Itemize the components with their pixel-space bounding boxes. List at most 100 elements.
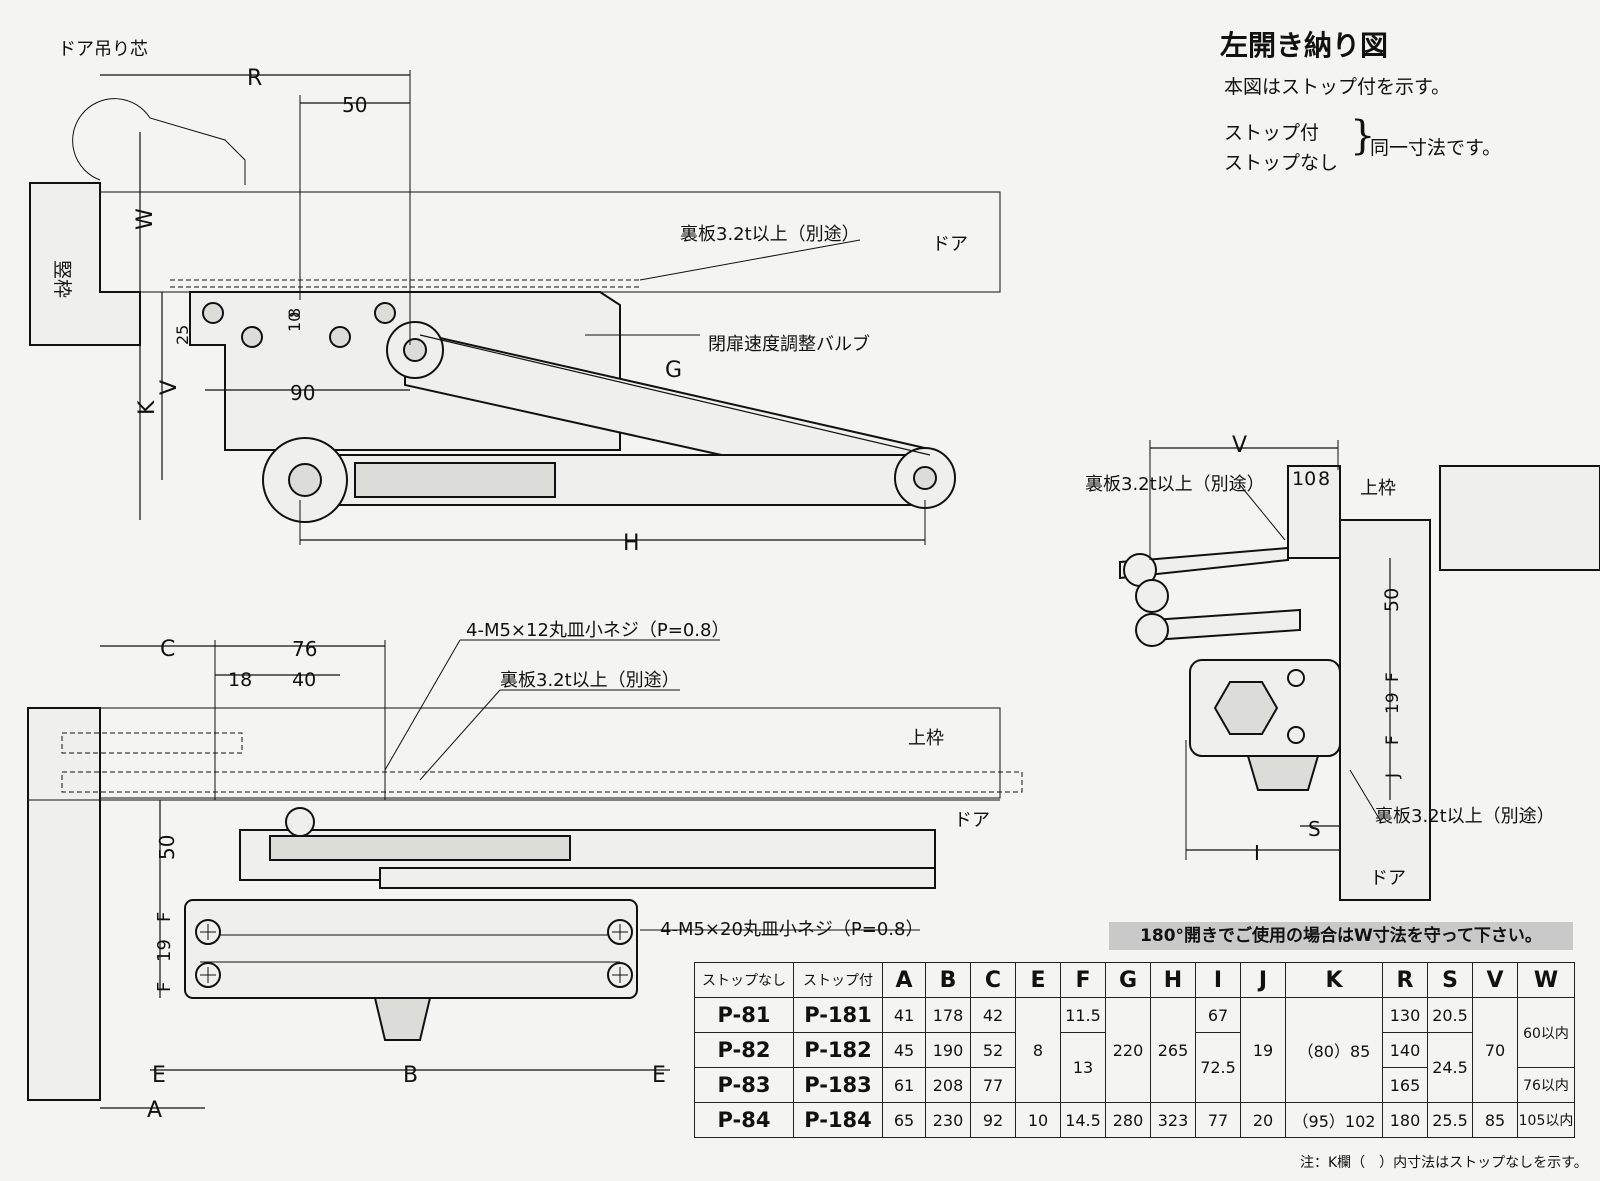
cell-W: 105以内 — [1517, 1102, 1575, 1138]
cell-R: 130 — [1382, 997, 1428, 1033]
col-header: G — [1105, 962, 1151, 998]
jamb-frame — [29, 182, 141, 346]
stop-note: 本図はストップ付を示す。 — [1224, 76, 1451, 98]
cell-F: 14.5 — [1060, 1102, 1106, 1138]
screw1-label: 4-M5×12丸皿小ネジ（P=0.8） — [466, 620, 729, 641]
cell-I: 72.5 — [1195, 1032, 1241, 1103]
cell-A: 41 — [882, 997, 926, 1033]
top-view: ドア吊り芯 R 50 W 竪枠 ドア 裏板3.2t以上（別途） 閉扉速度調整バル… — [29, 39, 1001, 556]
cell-E: 10 — [1015, 1102, 1061, 1138]
cell-R: 140 — [1382, 1032, 1428, 1068]
col-header: I — [1195, 962, 1241, 998]
door-pivot-label: ドア吊り芯 — [58, 39, 148, 60]
valve-label: 閉扉速度調整バルブ — [708, 333, 870, 355]
dim-50: 50 — [342, 93, 367, 117]
col-header: H — [1150, 962, 1196, 998]
dim-R: R — [247, 66, 262, 91]
same-dimension-note: 同一寸法です。 — [1370, 137, 1502, 159]
backing-plate-label: 裏板3.2t以上（別途） — [680, 224, 860, 245]
dim-90: 90 — [290, 381, 315, 405]
screw-icon — [195, 919, 633, 988]
cell-H: 265 — [1150, 997, 1196, 1103]
brace-icon: } — [1350, 113, 1376, 159]
backing-plate-label: 裏板3.2t以上（別途） — [500, 670, 680, 691]
page-title: 左開き納り図 — [1220, 29, 1389, 62]
cell-H: 323 — [1150, 1102, 1196, 1138]
cell-model: P-82 — [694, 1032, 794, 1068]
cell-B: 190 — [925, 1032, 971, 1068]
dim-C: C — [160, 637, 175, 662]
dim-W: W — [133, 208, 158, 230]
screw2-label: 4-M5×20丸皿小ネジ（P=0.8） — [660, 919, 923, 940]
cell-S: 25.5 — [1427, 1102, 1473, 1138]
dim-10: 10 — [285, 312, 304, 332]
door-pivot-outline — [72, 98, 246, 185]
adjust-rod — [354, 462, 556, 498]
footnote: 注：K欄（ ）内寸法はストップなしを示す。 — [1300, 1155, 1588, 1171]
cell-C: 52 — [970, 1032, 1016, 1068]
door-edge — [1339, 519, 1431, 901]
dim-F-bottom: F — [154, 982, 175, 992]
cell-V: 85 — [1472, 1102, 1518, 1138]
jamb-frame — [27, 707, 101, 1101]
cell-W: 60以内 — [1517, 997, 1575, 1068]
head-frame — [1439, 465, 1600, 571]
dimension-table: ストップなし ストップ付 A B C E F G H I J K R S V W… — [694, 962, 1575, 1138]
cell-K: （95）102 — [1285, 1102, 1383, 1138]
cell-E: 8 — [1015, 997, 1061, 1103]
side-view: V 裏板3.2t以上（別途） 10 8 上枠 50 F 19 F J S 裏板3… — [1085, 433, 1600, 901]
screw-hole — [241, 326, 263, 348]
dim-V: V — [157, 380, 182, 395]
cell-B: 230 — [925, 1102, 971, 1138]
dim-G: G — [665, 358, 682, 383]
dim-I: I — [1254, 841, 1260, 865]
dim-J: J — [1383, 773, 1403, 779]
table-header-row: ストップなし ストップ付 A B C E F G H I J K R S V W — [694, 962, 1575, 998]
dim-E-right: E — [652, 1063, 666, 1088]
cell-K: （80）85 — [1285, 997, 1383, 1103]
dim-F-top: F — [154, 912, 175, 922]
table-row: P-83 P-183 61 208 77 165 76以内 — [694, 1067, 1575, 1103]
dim-18: 18 — [228, 669, 252, 691]
col-header: K — [1285, 962, 1383, 998]
screw-hole — [202, 302, 224, 324]
cell-model: P-84 — [694, 1102, 794, 1138]
cell-S: 20.5 — [1427, 997, 1473, 1033]
cell-W: 76以内 — [1517, 1067, 1575, 1103]
cell-model: P-83 — [694, 1067, 794, 1103]
cell-F: 11.5 — [1060, 997, 1106, 1033]
dim-A: A — [147, 1098, 162, 1123]
cell-S: 24.5 — [1427, 1032, 1473, 1103]
cell-R: 165 — [1382, 1067, 1428, 1103]
stop-with-label: ストップ付 — [1224, 122, 1320, 144]
col-header: E — [1015, 962, 1061, 998]
cell-model: P-182 — [793, 1032, 883, 1068]
dim-V: V — [1232, 433, 1247, 458]
col-header: A — [882, 962, 926, 998]
cell-J: 20 — [1240, 1102, 1286, 1138]
col-header: W — [1517, 962, 1575, 998]
cell-R: 180 — [1382, 1102, 1428, 1138]
door-label: ドア — [932, 234, 968, 255]
table-row: P-81 P-181 41 178 42 8 11.5 220 265 67 1… — [694, 997, 1575, 1103]
dim-F-bottom: F — [1383, 735, 1403, 745]
dim-25: 25 — [173, 325, 192, 345]
dim-10: 10 — [1292, 468, 1316, 490]
dim-E-left: E — [152, 1063, 166, 1088]
col-header: R — [1382, 962, 1428, 998]
cell-model: P-183 — [793, 1067, 883, 1103]
table-row: P-84 P-184 65 230 92 10 14.5 280 323 77 … — [694, 1102, 1575, 1138]
cell-J: 19 — [1240, 997, 1286, 1103]
head-frame-label: 上枠 — [908, 728, 944, 749]
dim-40: 40 — [292, 669, 316, 691]
dim-76: 76 — [292, 637, 317, 661]
col-header: ストップなし — [694, 962, 794, 998]
stop-without-label: ストップなし — [1224, 152, 1339, 174]
dim-K: K — [135, 400, 160, 415]
backing-plate-top-label: 裏板3.2t以上（別途） — [1085, 474, 1265, 495]
door-slab — [99, 191, 1001, 293]
cell-I: 67 — [1195, 997, 1241, 1033]
dim-S: S — [1308, 817, 1321, 841]
cell-A: 65 — [882, 1102, 926, 1138]
dim-8: 8 — [1318, 468, 1330, 490]
